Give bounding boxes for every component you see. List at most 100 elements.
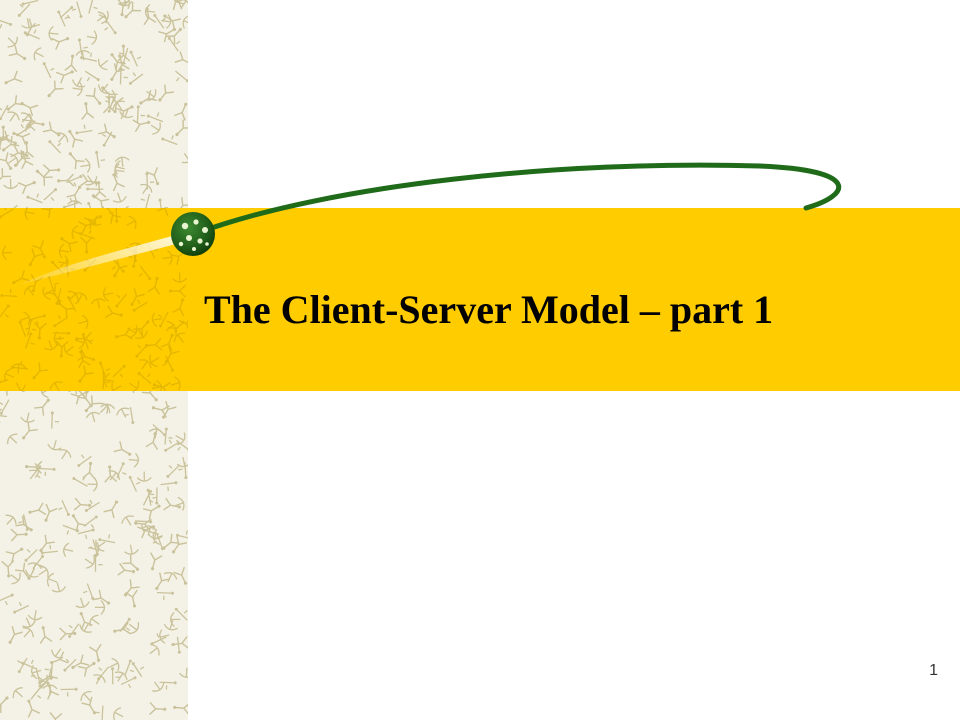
pattern-motif bbox=[71, 1, 83, 18]
pattern-motif bbox=[175, 530, 188, 540]
pattern-motif bbox=[134, 328, 148, 339]
band-pattern-overlay bbox=[0, 208, 188, 391]
pattern-motif bbox=[13, 150, 31, 167]
pattern-motif bbox=[20, 112, 33, 123]
pattern-motif bbox=[144, 337, 163, 351]
pattern-motif bbox=[95, 705, 104, 720]
pattern-motif bbox=[1, 560, 15, 578]
pattern-motif bbox=[182, 14, 188, 29]
pattern-motif bbox=[47, 440, 62, 451]
pattern-motif bbox=[167, 36, 181, 52]
pattern-motif bbox=[156, 591, 174, 600]
pattern-motif bbox=[11, 361, 29, 370]
pattern-motif bbox=[165, 27, 183, 45]
pattern-motif bbox=[12, 687, 23, 699]
pattern-motif bbox=[149, 643, 160, 656]
pattern-motif bbox=[67, 290, 79, 302]
pattern-motif bbox=[85, 87, 102, 105]
pattern-motif bbox=[53, 331, 71, 341]
pattern-motif bbox=[51, 582, 67, 593]
pattern-motif bbox=[94, 599, 106, 615]
pattern-motif bbox=[19, 311, 31, 326]
pattern-motif bbox=[39, 626, 53, 645]
pattern-motif bbox=[149, 487, 159, 505]
pattern-motif bbox=[29, 314, 46, 325]
pattern-motif bbox=[170, 0, 184, 11]
pattern-motif bbox=[37, 674, 48, 687]
pattern-motif bbox=[50, 651, 69, 665]
pattern-motif bbox=[151, 312, 162, 327]
pattern-motif bbox=[46, 572, 58, 587]
pattern-motif bbox=[0, 104, 9, 121]
pattern-motif bbox=[151, 405, 170, 418]
pattern-motif bbox=[128, 380, 140, 391]
pattern-motif bbox=[63, 542, 74, 557]
pattern-motif bbox=[0, 18, 13, 29]
pattern-motif bbox=[131, 662, 145, 678]
pattern-motif bbox=[73, 497, 92, 511]
pattern-motif bbox=[150, 122, 161, 135]
pattern-motif bbox=[10, 572, 21, 585]
pattern-motif bbox=[46, 681, 60, 700]
pattern-motif bbox=[114, 156, 130, 167]
pattern-motif bbox=[7, 36, 18, 48]
pattern-motif bbox=[31, 664, 42, 680]
pattern-motif bbox=[77, 454, 92, 467]
pattern-motif bbox=[163, 572, 178, 583]
pattern-motif bbox=[156, 208, 169, 217]
pattern-motif bbox=[163, 620, 178, 631]
pattern-motif bbox=[57, 173, 75, 187]
pattern-motif bbox=[120, 676, 137, 689]
pattern-motif bbox=[0, 132, 9, 150]
pattern-motif bbox=[63, 658, 77, 672]
pattern-motif bbox=[71, 77, 86, 88]
pattern-motif bbox=[161, 14, 172, 29]
pattern-motif bbox=[102, 287, 114, 302]
pattern-motif bbox=[44, 662, 53, 680]
pattern-motif bbox=[79, 173, 98, 187]
pattern-motif bbox=[167, 320, 185, 337]
pattern-motif bbox=[52, 288, 62, 305]
pattern-motif bbox=[30, 685, 43, 700]
pattern-motif bbox=[58, 243, 70, 259]
pattern-motif bbox=[88, 643, 102, 662]
pattern-motif bbox=[49, 712, 63, 720]
pattern-motif bbox=[104, 372, 115, 388]
pattern-motif bbox=[6, 433, 18, 445]
pattern-motif bbox=[112, 364, 126, 378]
pattern-motif bbox=[25, 18, 41, 37]
pattern-motif bbox=[146, 89, 157, 102]
pattern-motif bbox=[0, 152, 13, 170]
pattern-motif bbox=[146, 488, 157, 506]
pattern-motif bbox=[152, 424, 167, 437]
pattern-motif bbox=[17, 3, 31, 17]
pattern-motif bbox=[0, 125, 10, 143]
pattern-motif bbox=[68, 129, 84, 148]
pattern-motif bbox=[178, 316, 188, 332]
pattern-motif bbox=[43, 340, 59, 351]
pattern-motif bbox=[49, 381, 63, 391]
pattern-motif bbox=[162, 355, 174, 372]
pattern-motif bbox=[100, 403, 116, 414]
pattern-motif bbox=[33, 47, 44, 61]
pattern-motif bbox=[23, 285, 36, 296]
pattern-motif bbox=[53, 331, 64, 347]
pattern-motif bbox=[10, 145, 29, 158]
pattern-motif bbox=[152, 382, 171, 391]
pattern-motif bbox=[112, 173, 125, 192]
pattern-motif bbox=[84, 70, 100, 82]
pattern-motif bbox=[113, 707, 124, 720]
pattern-motif bbox=[57, 301, 75, 318]
pattern-motif bbox=[41, 208, 57, 219]
pattern-motif bbox=[78, 221, 97, 234]
pattern-motif bbox=[14, 562, 31, 580]
pattern-motif bbox=[117, 0, 133, 7]
pattern-motif bbox=[55, 340, 69, 358]
pattern-motif bbox=[138, 265, 152, 281]
pattern-motif bbox=[47, 80, 64, 98]
pattern-motif bbox=[174, 51, 188, 64]
pattern-motif bbox=[80, 158, 91, 173]
pattern-motif bbox=[5, 547, 24, 563]
pattern-motif bbox=[12, 269, 31, 285]
pattern-motif bbox=[98, 123, 116, 139]
